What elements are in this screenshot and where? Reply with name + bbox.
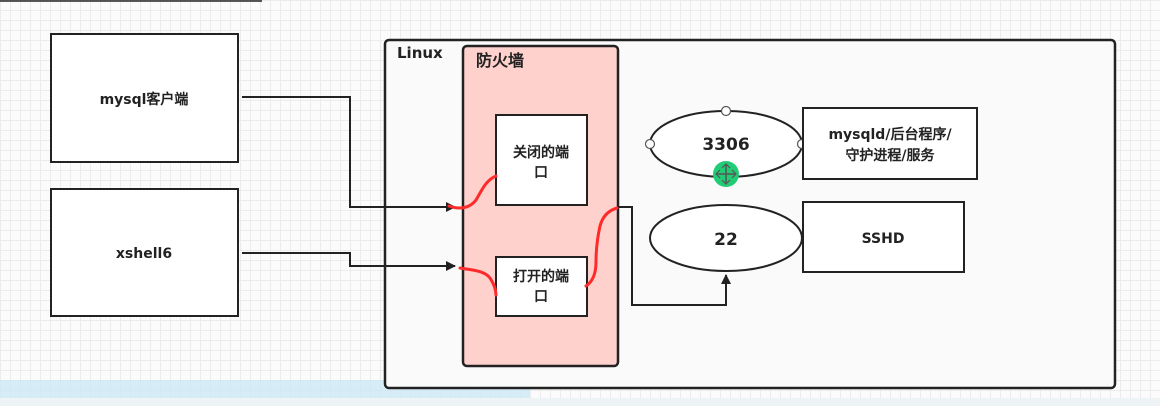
xshell-label: xshell6 [116, 246, 172, 262]
port-3306-label: 3306 [702, 135, 749, 155]
mysql-client-label: mysql客户端 [100, 91, 189, 108]
port-22-label: 22 [714, 230, 738, 250]
closed-port-label-line2: 口 [534, 165, 548, 181]
linux-title: Linux [397, 44, 443, 62]
red-annotation-marks [447, 174, 619, 297]
mysqld-label-line2: 守护进程/服务 [845, 147, 935, 164]
mysqld-service-box[interactable] [802, 107, 978, 180]
red-mark-closed-port [447, 174, 498, 210]
connector-mysql-to-closed-port[interactable] [242, 96, 456, 212]
open-port-box[interactable] [495, 256, 588, 317]
handle-left[interactable] [644, 138, 656, 150]
red-mark-open-port-left [458, 266, 498, 297]
mysql-client-box[interactable] [50, 33, 239, 163]
sshd-label: SSHD [862, 231, 905, 247]
firewall-title: 防火墙 [476, 51, 524, 70]
sshd-service-box[interactable] [802, 201, 965, 273]
red-mark-open-port-right [584, 206, 619, 288]
connector-open-port-to-22[interactable] [619, 206, 731, 306]
connector-xshell-to-open-port[interactable] [242, 252, 456, 271]
xshell-box[interactable] [50, 188, 239, 317]
handle-top[interactable] [720, 105, 732, 117]
mysqld-label-line1: mysqld/后台程序/ [828, 126, 952, 143]
open-port-label-line2: 口 [534, 289, 548, 305]
open-port-label-line1: 打开的端 [513, 268, 569, 285]
closed-port-label-line1: 关闭的端 [513, 144, 569, 161]
closed-port-box[interactable] [495, 114, 588, 206]
